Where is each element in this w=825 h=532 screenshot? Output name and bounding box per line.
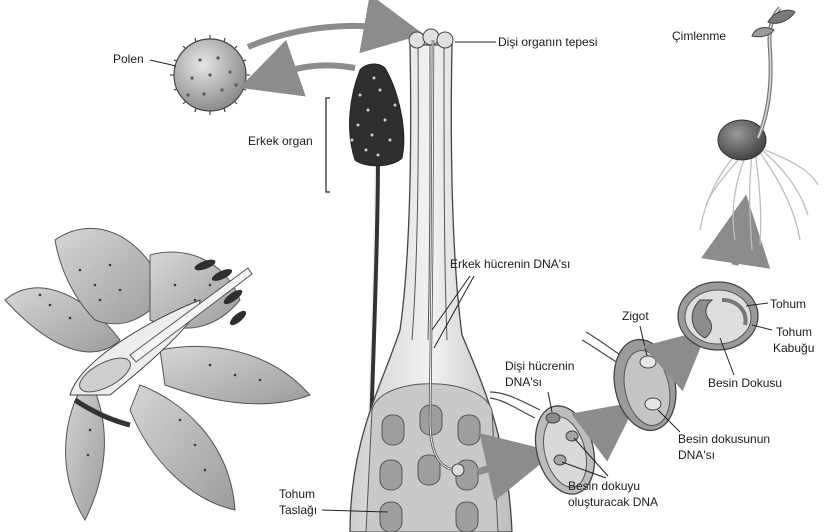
label-besin-dokusu: Besin Dokusu <box>708 376 782 390</box>
lily-flower <box>5 228 310 520</box>
arrow-anther-to-pollen <box>262 65 355 80</box>
label-disi-hucrenin-dna-1: Dişi hücrenin <box>505 359 574 373</box>
label-besin-dokuyu-1: Besin dokuyu <box>568 479 640 493</box>
label-besin-dokusunun-dna-2: DNA'sı <box>678 448 715 462</box>
germinating-seedling <box>700 8 818 250</box>
arrow-to-germination <box>735 222 742 265</box>
arrow-to-zygote <box>594 416 618 435</box>
bracket-erkek-organ <box>326 98 330 192</box>
label-disi-organin-tepesi: Dişi organın tepesi <box>498 35 597 49</box>
pollen-grain <box>170 35 250 115</box>
label-zigot: Zigot <box>622 309 649 323</box>
label-erkek-hucrenin-dna: Erkek hücrenin DNA'sı <box>450 257 570 271</box>
leader-polen <box>150 60 176 66</box>
label-cimlenme: Çimlenme <box>672 29 726 43</box>
label-tohum-taslagi-1: Tohum <box>279 487 315 501</box>
label-erkek-organ: Erkek organ <box>248 134 313 148</box>
label-besin-dokusunun-dna-1: Besin dokusunun <box>678 432 770 446</box>
arrow-to-seed <box>670 345 690 365</box>
label-besin-dokuyu-2: oluşturacak DNA <box>568 495 658 509</box>
label-disi-hucrenin-dna-2: DNA'sı <box>505 375 542 389</box>
label-polen: Polen <box>113 52 144 66</box>
label-tohum-kabugu-2: Kabuğu <box>773 341 814 355</box>
seed <box>678 282 758 350</box>
label-tohum-taslagi-2: Taslağı <box>279 503 317 517</box>
label-tohum: Tohum <box>770 297 806 311</box>
label-tohum-kabugu-1: Tohum <box>776 325 812 339</box>
arrow-pollen-to-stigma <box>248 26 400 47</box>
